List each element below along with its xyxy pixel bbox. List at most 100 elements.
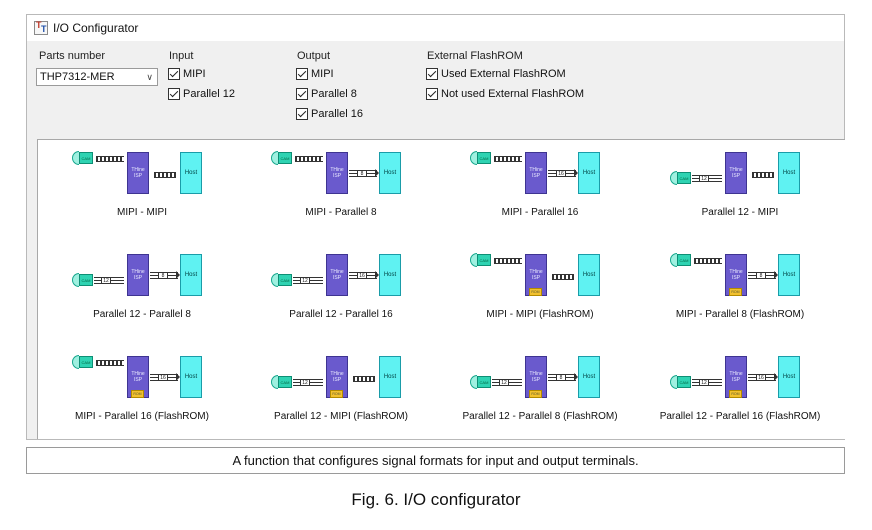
output-arrow-icon (574, 169, 578, 177)
host-block: Host (180, 356, 202, 398)
isp-block: THine ISP (127, 152, 149, 194)
output-bus-width-tag: 8 (158, 272, 168, 279)
camera-lens-icon (72, 273, 79, 287)
camera-lens-icon (470, 253, 477, 267)
output-mipi-bus (353, 376, 375, 382)
input-parallel12-label: Parallel 12 (183, 88, 235, 100)
isp-block: THine ISP (326, 254, 348, 296)
flashrom-block: ROM (729, 288, 742, 296)
input-parallel12-option[interactable]: Parallel 12 (168, 88, 235, 100)
input-mipi-label: MIPI (183, 68, 206, 80)
config-label: Parallel 12 - MIPI (701, 207, 779, 218)
isp-block: THine ISP (326, 356, 348, 398)
camera-lens-icon (271, 273, 278, 287)
input-bus-width-tag: 12 (699, 175, 709, 182)
output-parallel16-label: Parallel 16 (311, 108, 363, 120)
config-label: Parallel 12 - Parallel 8 (93, 309, 191, 320)
output-bus-width-tag: 8 (756, 272, 766, 279)
camera-lens-icon (670, 375, 677, 389)
output-mipi-bus (154, 172, 176, 178)
output-parallel8-label: Parallel 8 (311, 88, 357, 100)
output-parallel16-checkbox[interactable] (296, 108, 308, 120)
camera-block: CAM (278, 274, 292, 286)
config-label: Parallel 12 - Parallel 16 (289, 309, 393, 320)
output-arrow-icon (375, 271, 379, 279)
isp-block: THine ISP (525, 254, 547, 296)
input-mipi-bus (295, 156, 323, 162)
camera-lens-icon (271, 375, 278, 389)
host-block: Host (578, 254, 600, 296)
output-parallel8-option[interactable]: Parallel 8 (296, 88, 357, 100)
parts-number-label: Parts number (39, 50, 106, 62)
output-mipi-checkbox[interactable] (296, 68, 308, 80)
flashrom-notused-checkbox[interactable] (426, 88, 438, 100)
output-arrow-icon (774, 373, 778, 381)
parts-number-select[interactable]: THP7312-MER ∨ (36, 68, 158, 86)
isp-block: THine ISP (725, 254, 747, 296)
input-bus-width-tag: 12 (300, 379, 310, 386)
window-title: I/O Configurator (53, 21, 139, 35)
host-block: Host (379, 152, 401, 194)
output-arrow-icon (176, 271, 180, 279)
config-label: MIPI - Parallel 8 (FlashROM) (675, 309, 805, 320)
isp-block: THine ISP (525, 152, 547, 194)
description-caption: A function that configures signal format… (26, 447, 845, 474)
flashrom-used-option[interactable]: Used External FlashROM (426, 68, 566, 80)
output-bus-width-tag: 16 (357, 272, 367, 279)
isp-block: THine ISP (326, 152, 348, 194)
flashrom-used-label: Used External FlashROM (441, 68, 566, 80)
flashrom-notused-option[interactable]: Not used External FlashROM (426, 88, 584, 100)
flashrom-block: ROM (529, 288, 542, 296)
output-parallel8-checkbox[interactable] (296, 88, 308, 100)
input-mipi-option[interactable]: MIPI (168, 68, 206, 80)
camera-block: CAM (278, 152, 292, 164)
camera-block: CAM (477, 152, 491, 164)
camera-lens-icon (670, 171, 677, 185)
camera-block: CAM (677, 254, 691, 266)
output-mipi-option[interactable]: MIPI (296, 68, 334, 80)
parts-number-value: THP7312-MER (40, 71, 115, 83)
host-block: Host (180, 152, 202, 194)
chevron-down-icon: ∨ (146, 72, 153, 82)
input-mipi-bus (96, 156, 124, 162)
camera-block: CAM (278, 376, 292, 388)
camera-block: CAM (677, 376, 691, 388)
host-block: Host (379, 254, 401, 296)
camera-block: CAM (477, 376, 491, 388)
output-bus-width-tag: 8 (556, 374, 566, 381)
flashrom-block: ROM (330, 390, 343, 398)
config-label: MIPI - Parallel 8 (305, 207, 377, 218)
host-block: Host (778, 254, 800, 296)
input-parallel12-checkbox[interactable] (168, 88, 180, 100)
input-bus-width-tag: 12 (499, 379, 509, 386)
flashrom-block: ROM (131, 390, 144, 398)
flashrom-used-checkbox[interactable] (426, 68, 438, 80)
output-arrow-icon (774, 271, 778, 279)
camera-lens-icon (72, 355, 79, 369)
config-label: Parallel 12 - Parallel 8 (FlashROM) (462, 411, 618, 422)
config-label: MIPI - MIPI (FlashROM) (486, 309, 594, 320)
output-parallel16-option[interactable]: Parallel 16 (296, 108, 363, 120)
camera-lens-icon (670, 253, 677, 267)
host-block: Host (180, 254, 202, 296)
config-label: MIPI - Parallel 16 (FlashROM) (75, 411, 209, 422)
output-group-label: Output (297, 50, 331, 62)
input-mipi-checkbox[interactable] (168, 68, 180, 80)
camera-block: CAM (677, 172, 691, 184)
input-mipi-bus (96, 360, 124, 366)
isp-block: THine ISP (725, 356, 747, 398)
host-block: Host (778, 356, 800, 398)
output-mipi-bus (752, 172, 774, 178)
host-block: Host (778, 152, 800, 194)
input-mipi-bus (494, 258, 522, 264)
